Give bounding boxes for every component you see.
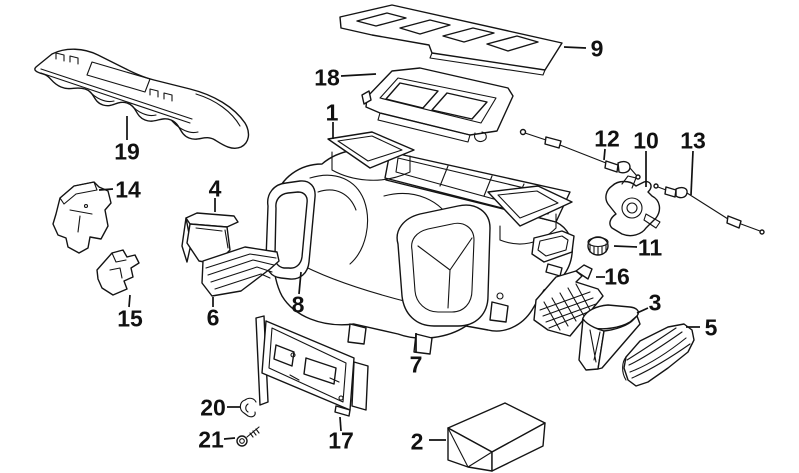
part-19-dashboard-cowl xyxy=(34,48,250,149)
part-number-13[interactable]: 13 xyxy=(680,127,706,153)
part-number-6[interactable]: 6 xyxy=(207,304,220,330)
part-11-coupling-wheel xyxy=(587,236,609,256)
part-number-10[interactable]: 10 xyxy=(633,127,659,153)
callout-12[interactable]: 12 xyxy=(594,125,620,161)
part-15-bracket xyxy=(96,249,140,296)
callout-8[interactable]: 8 xyxy=(292,271,305,317)
leader-line-17 xyxy=(339,416,342,432)
callout-11[interactable]: 11 xyxy=(613,234,663,260)
part-number-14[interactable]: 14 xyxy=(115,176,141,202)
callout-15[interactable]: 15 xyxy=(117,294,143,331)
part-3-duct xyxy=(578,304,641,371)
callout-6[interactable]: 6 xyxy=(207,297,220,330)
part-number-17[interactable]: 17 xyxy=(328,427,354,453)
part-10-actuator xyxy=(605,175,661,237)
part-number-12[interactable]: 12 xyxy=(594,125,620,151)
callout-4[interactable]: 4 xyxy=(209,175,222,212)
part-20-clip xyxy=(239,397,257,418)
leader-line-3 xyxy=(636,307,649,314)
part-number-19[interactable]: 19 xyxy=(114,138,140,164)
callout-21[interactable]: 21 xyxy=(198,426,236,452)
callout-18[interactable]: 18 xyxy=(314,64,377,90)
leader-line-9 xyxy=(563,46,587,49)
leader-line-8 xyxy=(298,271,302,295)
callout-3[interactable]: 3 xyxy=(636,289,662,315)
callout-layer: 9 18 1 12 10 13 19 14 4 11 16 8 3 5 15 6 7 17 20 21 2 xyxy=(98,35,718,454)
part-2-box xyxy=(447,402,546,472)
callout-17[interactable]: 17 xyxy=(328,416,354,453)
leader-line-11 xyxy=(613,245,638,248)
callout-5[interactable]: 5 xyxy=(686,314,718,340)
leader-line-21 xyxy=(223,437,236,440)
part-number-21[interactable]: 21 xyxy=(198,426,224,452)
part-5-bellows xyxy=(622,323,695,387)
leader-line-15 xyxy=(128,294,131,308)
part-1-heater-housing xyxy=(271,131,575,355)
part-number-7[interactable]: 7 xyxy=(410,351,423,377)
part-number-4[interactable]: 4 xyxy=(209,175,222,201)
part-number-5[interactable]: 5 xyxy=(705,314,718,340)
part-14-side-panel xyxy=(52,181,112,254)
part-number-9[interactable]: 9 xyxy=(591,35,604,61)
leader-line-14 xyxy=(98,188,114,191)
leader-line-13 xyxy=(690,150,694,196)
callout-10[interactable]: 10 xyxy=(633,127,659,187)
leader-line-12 xyxy=(603,148,606,161)
part-number-11[interactable]: 11 xyxy=(638,234,663,260)
leader-line-18 xyxy=(340,73,377,77)
part-12-bowden-cable xyxy=(519,128,641,180)
part-number-1[interactable]: 1 xyxy=(326,99,339,125)
part-number-2[interactable]: 2 xyxy=(411,428,424,454)
part-number-15[interactable]: 15 xyxy=(117,305,143,331)
callout-7[interactable]: 7 xyxy=(410,333,423,377)
part-number-3[interactable]: 3 xyxy=(649,289,662,315)
part-17-mounting-panel xyxy=(255,315,369,417)
part-8-seal-frame xyxy=(265,180,316,280)
part-6-bellows xyxy=(201,246,280,297)
part-number-16[interactable]: 16 xyxy=(604,263,630,289)
callout-19[interactable]: 19 xyxy=(114,116,140,164)
callout-20[interactable]: 20 xyxy=(200,394,240,420)
callout-1[interactable]: 1 xyxy=(326,99,339,139)
part-number-8[interactable]: 8 xyxy=(292,291,305,317)
part-13-bowden-cable xyxy=(653,183,765,235)
part-number-20[interactable]: 20 xyxy=(200,394,226,420)
callout-16[interactable]: 16 xyxy=(596,263,630,289)
callout-2[interactable]: 2 xyxy=(411,428,446,454)
part-16-mesh-grille xyxy=(533,264,604,337)
callout-9[interactable]: 9 xyxy=(563,35,604,61)
part-21-screw xyxy=(236,426,260,447)
callout-13[interactable]: 13 xyxy=(680,127,706,196)
part-18-outlet-frame xyxy=(361,67,514,143)
part-9-air-grille xyxy=(339,4,563,76)
part-number-18[interactable]: 18 xyxy=(314,64,340,90)
callout-14[interactable]: 14 xyxy=(98,176,141,202)
